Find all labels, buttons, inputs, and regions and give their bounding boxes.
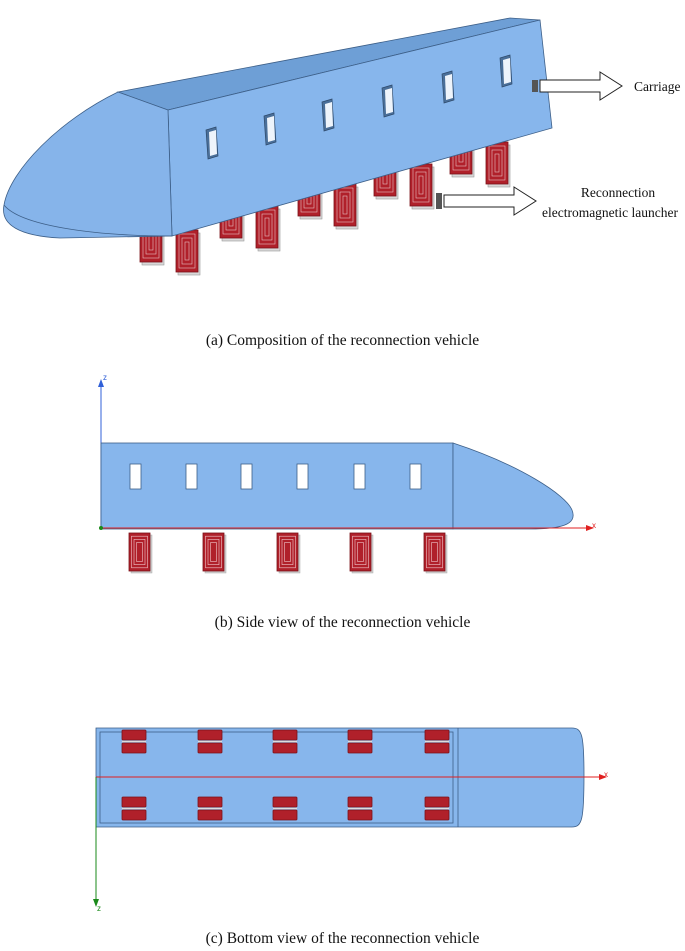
side-coil-winding [279, 535, 296, 569]
origin-dot [99, 526, 103, 530]
side-coil-winding [431, 542, 438, 562]
bottom-coil-upper [197, 729, 223, 741]
bottom-coil-upper [347, 729, 373, 741]
coil-winding [258, 209, 276, 245]
window-3d-inner [325, 102, 333, 128]
side-coil-winding [133, 539, 146, 565]
side-coil-winding [354, 539, 367, 565]
caption-c: (c) Bottom view of the reconnection vehi… [205, 930, 480, 947]
panel-c: x z [0, 715, 685, 930]
bottom-coil-lower [347, 742, 373, 754]
coil-winding [415, 171, 427, 199]
bottom-coil-lower [197, 809, 223, 821]
side-window [353, 463, 366, 490]
bottom-coil-upper [347, 796, 373, 808]
side-coil-winding [281, 539, 294, 565]
side-coil-winding [205, 535, 222, 569]
bottom-coil-upper [272, 729, 298, 741]
z-axis-arrowhead [98, 379, 104, 387]
side-coil [276, 532, 299, 572]
side-coil-winding [428, 539, 441, 565]
side-window [296, 463, 309, 490]
side-window [129, 463, 142, 490]
bottom-coil-upper [424, 796, 450, 808]
side-coil [423, 532, 446, 572]
window-3d-inner [209, 130, 217, 156]
carriage-side-body [100, 442, 454, 530]
label-carriage: Carriage [634, 79, 680, 94]
side-window [409, 463, 422, 490]
carriage-nose-edge [3, 204, 173, 237]
coil-winding [412, 167, 430, 203]
side-coil [128, 532, 151, 572]
bottom-coil-upper [272, 796, 298, 808]
caption-b: (b) Side view of the reconnection vehicl… [214, 614, 471, 631]
vehicle-3d-diagram: Carriage Reconnection electromagnetic la… [3, 17, 680, 276]
z-axis-label: z [103, 373, 107, 382]
x-axis-arrowhead-bottom [599, 774, 607, 780]
coil-winding [261, 213, 273, 241]
coil-winding [342, 195, 348, 215]
bottom-coil-lower [347, 809, 373, 821]
side-coil-winding [284, 542, 291, 562]
bottom-coil-upper [424, 729, 450, 741]
bottom-view-diagram: x z [93, 727, 608, 913]
carriage-side-nose [452, 442, 574, 530]
bottom-coil-upper [121, 796, 147, 808]
caption-a: (a) Composition of the reconnection vehi… [205, 332, 480, 349]
side-view-diagram: z x [98, 373, 596, 574]
bottom-coil-lower [121, 742, 147, 754]
side-coil-winding [352, 535, 369, 569]
side-window [240, 463, 253, 490]
launcher-arrow [436, 186, 537, 216]
label-launcher-line1: Reconnection [581, 185, 655, 200]
coil-winding [488, 145, 506, 181]
window-3d-inner [445, 74, 453, 100]
x-axis-arrowhead [586, 525, 594, 531]
panel-b: z x [0, 365, 685, 610]
side-coil-winding [131, 535, 148, 569]
side-coils [128, 532, 448, 574]
coil-winding [339, 191, 351, 219]
bottom-coils [121, 729, 450, 821]
x-axis-label: x [592, 521, 596, 530]
window-3d-inner [267, 116, 275, 142]
bottom-coil-lower [272, 809, 298, 821]
side-coil-winding [426, 535, 443, 569]
label-launcher-line2: electromagnetic launcher [542, 205, 679, 220]
side-coil-winding [136, 542, 143, 562]
coil-winding [184, 241, 190, 261]
side-coil-winding [210, 542, 217, 562]
bottom-coil-lower [424, 742, 450, 754]
side-coil [202, 532, 225, 572]
bottom-coil-upper [197, 796, 223, 808]
coil-winding [178, 233, 196, 269]
side-coil-winding [207, 539, 220, 565]
bottom-coil-lower [272, 742, 298, 754]
side-windows [129, 463, 422, 490]
window-3d-inner [385, 88, 393, 114]
carriage-arrow [532, 71, 623, 101]
bottom-coil-lower [197, 742, 223, 754]
x-axis-label-bottom: x [604, 770, 608, 779]
coil-winding [181, 237, 193, 265]
bottom-coil-upper [121, 729, 147, 741]
window-3d-inner [503, 58, 511, 84]
coil-winding [336, 187, 354, 223]
bottom-coil-lower [121, 809, 147, 821]
coil-winding [418, 175, 424, 195]
bottom-coil-lower [424, 809, 450, 821]
z-axis-arrowhead-bottom [93, 899, 99, 907]
coil-winding [264, 217, 270, 237]
carriage-nose [3, 91, 173, 239]
side-coil [349, 532, 372, 572]
side-coil-winding [357, 542, 364, 562]
coil-winding [491, 149, 503, 177]
panel-a: Carriage Reconnection electromagnetic la… [0, 0, 685, 330]
z-axis-label-bottom: z [97, 904, 101, 913]
coil-winding [494, 153, 500, 173]
side-window [185, 463, 198, 490]
carriage-windows-3d [205, 54, 513, 160]
coil-body [175, 229, 199, 273]
